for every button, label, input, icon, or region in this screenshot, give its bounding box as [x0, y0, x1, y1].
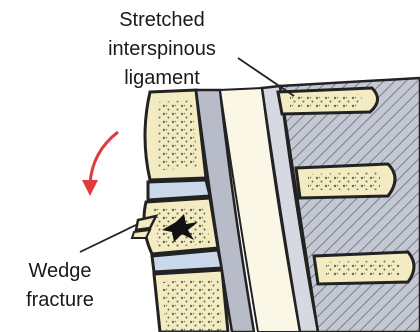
intervertebral-disc-upper — [148, 180, 210, 200]
label-ligament-line1: Stretched — [119, 9, 205, 31]
fracture-leader-line — [80, 224, 138, 252]
label-ligament-line3: ligament — [124, 67, 200, 89]
label-fracture-line2: fracture — [26, 289, 94, 311]
label-ligament-line2: interspinous — [108, 38, 216, 60]
flexion-arrow — [82, 132, 118, 196]
label-fracture-line1: Wedge — [28, 260, 91, 282]
